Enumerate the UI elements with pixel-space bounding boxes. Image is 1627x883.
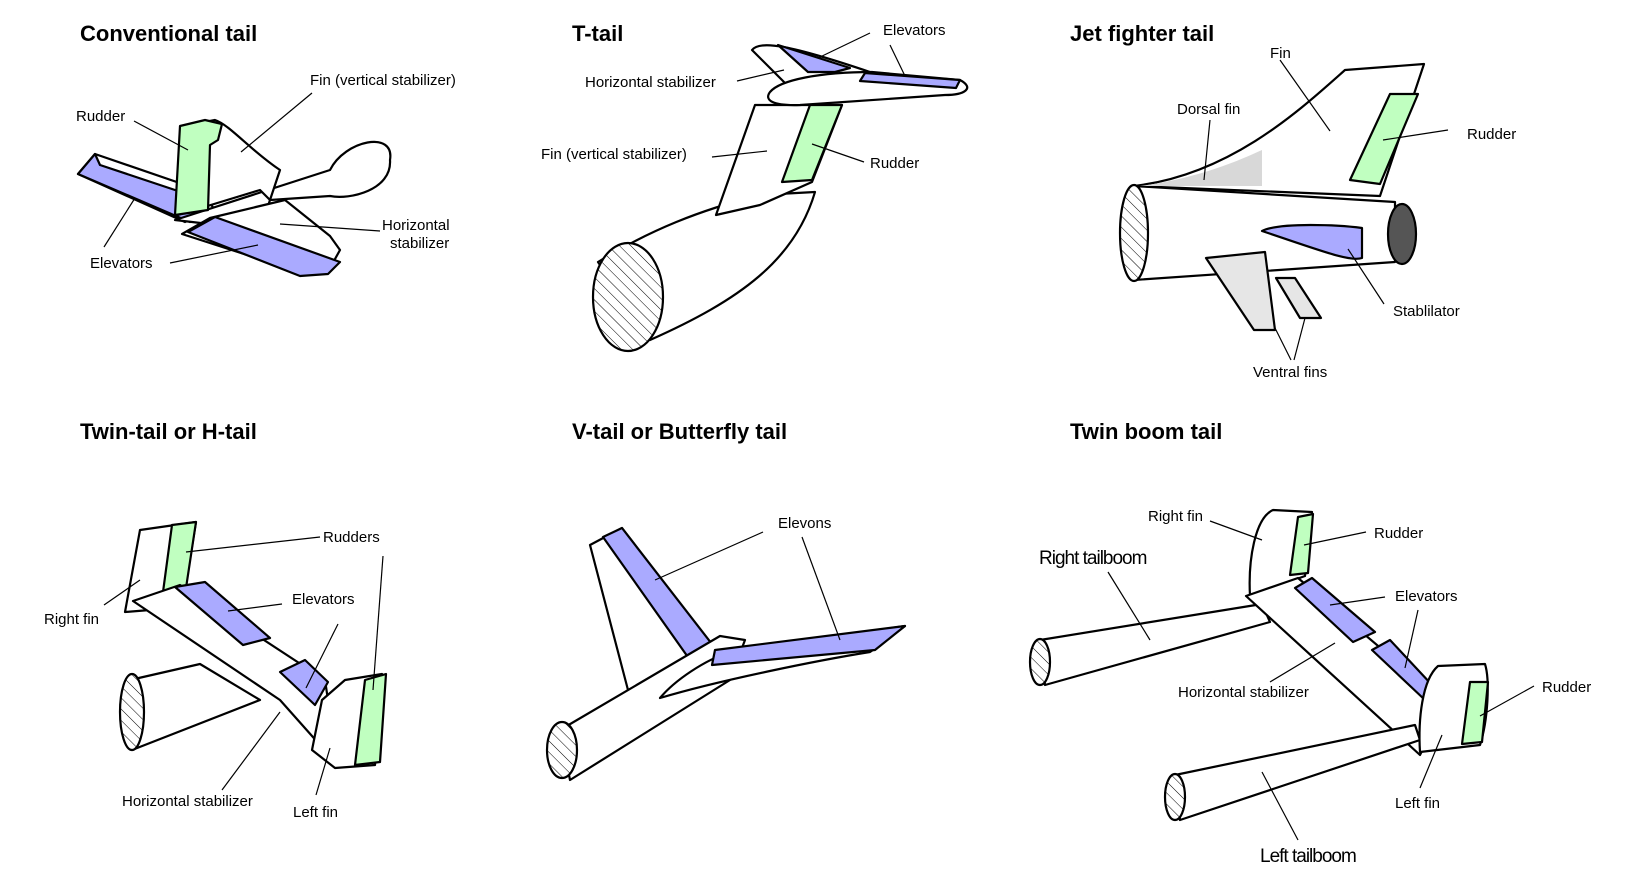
boom-left-tailboom-label: Left tailboom [1260, 846, 1356, 867]
twin-left-fin-label: Left fin [293, 804, 338, 821]
boom-hstab-label: Horizontal stabilizer [1178, 684, 1309, 701]
boom-left-fin-label: Left fin [1395, 795, 1440, 812]
t-tail-fin-label: Fin (vertical stabilizer) [541, 146, 687, 163]
conventional-rudder-label: Rudder [76, 108, 125, 125]
twin-boom-title: Twin boom tail [1070, 419, 1222, 444]
boom-right-tailboom [1040, 604, 1270, 685]
jet-ventral-fin-front [1206, 252, 1275, 330]
jet-rudder-label: Rudder [1467, 126, 1516, 143]
jet-fuselage-section [1120, 185, 1148, 281]
twin-fuselage [130, 664, 260, 750]
jet-stabilator-label: Stablilator [1393, 303, 1460, 320]
jet-fin-label: Fin [1270, 45, 1291, 62]
twin-rudders-label: Rudders [323, 529, 380, 546]
twin-tail-title: Twin-tail or H-tail [80, 419, 257, 444]
panel-twin-boom-tail: Twin boom tail Right fin Rudder Right ta… [1030, 419, 1591, 867]
boom-elevators-label: Elevators [1395, 588, 1458, 605]
twin-hstab-label: Horizontal stabilizer [122, 793, 253, 810]
t-tail-title: T-tail [572, 21, 623, 46]
panel-t-tail: T-tail Elevators Horizontal stabilizer F… [541, 21, 967, 351]
panel-twin-tail: Twin-tail or H-tail Rudders Right fin El… [44, 419, 386, 821]
conventional-tail-title: Conventional tail [80, 21, 257, 46]
jet-dorsal-label: Dorsal fin [1177, 101, 1240, 118]
jet-ventral-label: Ventral fins [1253, 364, 1327, 381]
twin-elevators-label: Elevators [292, 591, 355, 608]
boom-right-fin-label: Right fin [1148, 508, 1203, 525]
t-tail-hstab-label: Horizontal stabilizer [585, 74, 716, 91]
twin-right-fin-label: Right fin [44, 611, 99, 628]
jet-ventral-fin-rear [1276, 278, 1321, 318]
twin-fuselage-section [120, 674, 144, 750]
v-tail-title: V-tail or Butterfly tail [572, 419, 787, 444]
v-tail-elevons-label: Elevons [778, 515, 831, 532]
panel-conventional-tail: Conventional tail Fin (vertical stabiliz… [76, 21, 456, 276]
conventional-fin-label: Fin (vertical stabilizer) [310, 72, 456, 89]
v-tail-fuselage-section [547, 722, 577, 778]
conventional-elevators-label: Elevators [90, 255, 153, 272]
boom-right-section [1030, 639, 1050, 685]
boom-left-section [1165, 774, 1185, 820]
conventional-hstab-label-2: stabilizer [390, 235, 449, 252]
t-tail-fuselage-section [593, 243, 663, 351]
panel-v-tail: V-tail or Butterfly tail Elevons [547, 419, 905, 780]
jet-tail-title: Jet fighter tail [1070, 21, 1214, 46]
boom-rudder-top-label: Rudder [1374, 525, 1423, 542]
t-tail-rudder-label: Rudder [870, 155, 919, 172]
boom-left-tailboom [1175, 725, 1420, 820]
t-tail-elevators-label: Elevators [883, 22, 946, 39]
conventional-hstab-label-1: Horizontal [382, 217, 450, 234]
jet-nozzle [1388, 204, 1416, 264]
boom-rudder-bottom-label: Rudder [1542, 679, 1591, 696]
panel-jet-fighter-tail: Jet fighter tail Fin Dorsal fin Rudder S… [1070, 21, 1516, 381]
boom-right-tailboom-label: Right tailboom [1039, 548, 1147, 569]
